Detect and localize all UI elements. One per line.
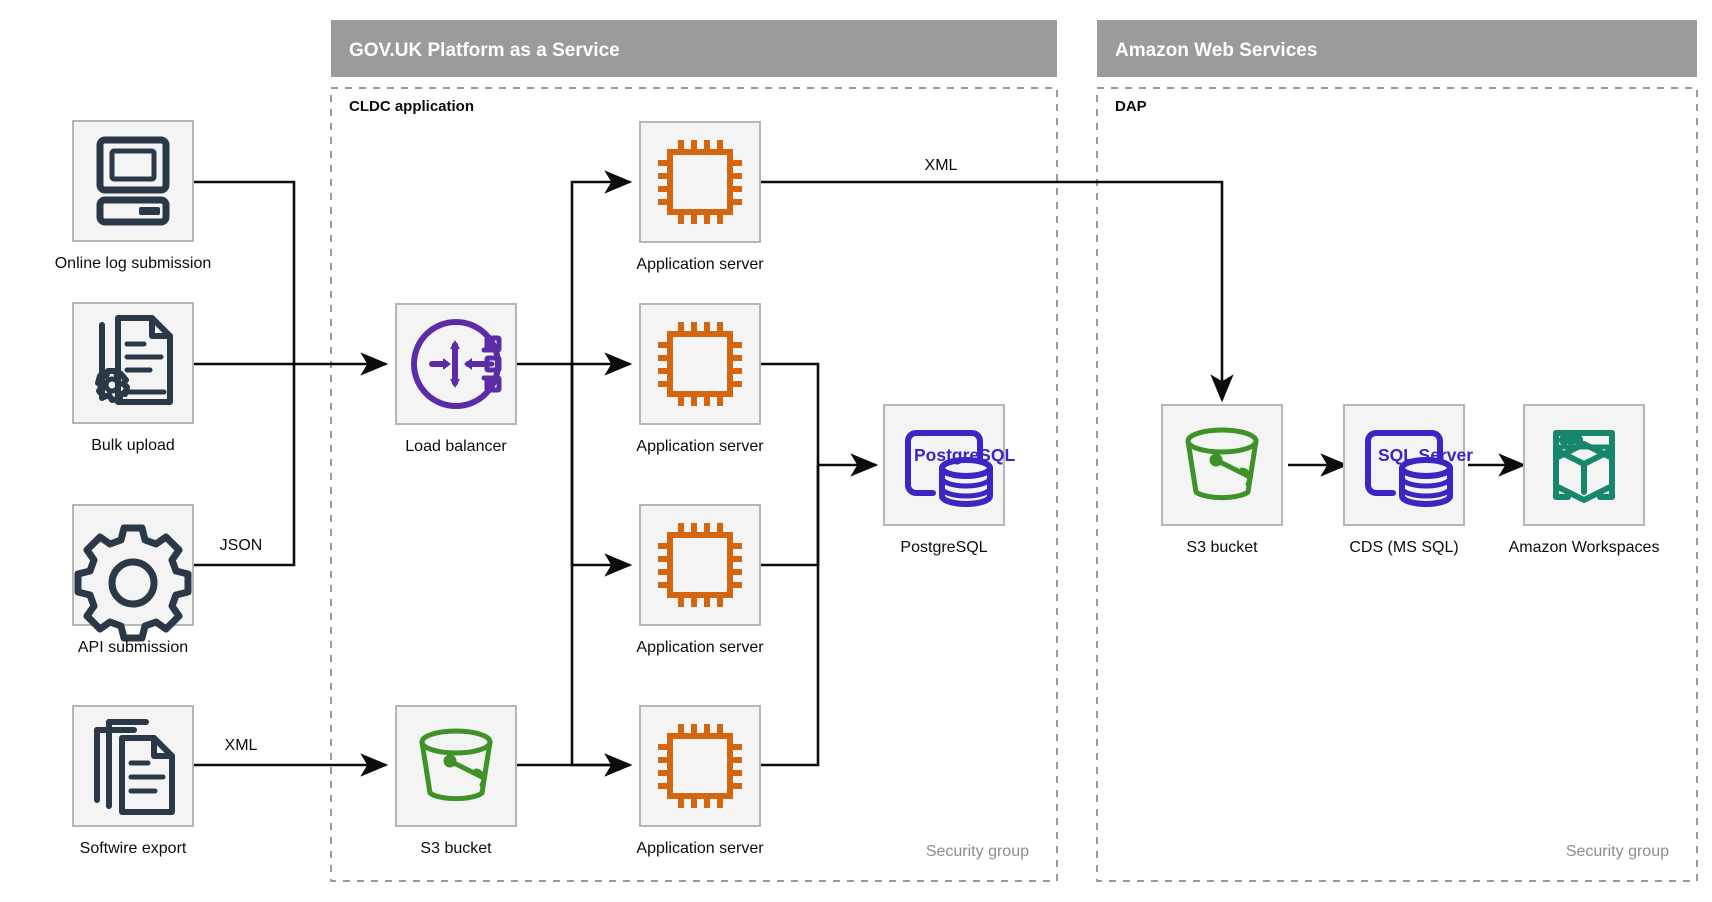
node-app-server-2[interactable]: Application server <box>636 303 764 455</box>
app-server-1-tile[interactable] <box>639 121 761 243</box>
node-load-balancer[interactable]: Load balancer <box>395 303 517 455</box>
edge-label-api-json: JSON <box>220 537 263 554</box>
edge-app2-to-db-bus <box>760 362 820 465</box>
node-postgresql[interactable]: PostgreSQL PostgreSQL <box>883 404 1015 556</box>
load-balancer-label: Load balancer <box>405 438 507 455</box>
edge-lb-to-app3 <box>570 364 633 577</box>
bulk-upload-label: Bulk upload <box>91 437 175 454</box>
zone-paas: GOV.UK Platform as a Service CLDC applic… <box>330 20 1058 882</box>
desktop-computer-icon <box>96 136 170 226</box>
s3-bucket-icon <box>1185 427 1259 501</box>
document-gear-icon <box>95 315 173 405</box>
edge-label-appserver-xml: XML <box>925 157 958 174</box>
cds-ms-sql-label: CDS (MS SQL) <box>1349 539 1458 556</box>
sql-server-database-icon: SQL Server <box>1365 430 1473 507</box>
node-online-log-submission[interactable]: Online log submission <box>55 120 212 272</box>
app-server-2-label: Application server <box>636 438 764 455</box>
softwire-export-label: Softwire export <box>80 840 187 857</box>
app-server-2-tile[interactable] <box>639 303 761 425</box>
node-app-server-4[interactable]: Application server <box>636 705 764 857</box>
zone-aws-subtitle: DAP <box>1115 98 1147 115</box>
aws-s3-bucket-label: S3 bucket <box>1186 539 1258 556</box>
edge-app4-to-db-bus <box>760 465 820 767</box>
node-app-server-1[interactable]: Application server <box>636 121 764 273</box>
node-amazon-workspaces[interactable]: Amazon Workspaces <box>1509 404 1660 556</box>
app-server-3-tile[interactable] <box>639 504 761 626</box>
amazon-workspaces-icon <box>1553 430 1615 503</box>
node-aws-s3-bucket[interactable]: S3 bucket <box>1161 404 1283 556</box>
postgresql-database-icon: PostgreSQL <box>905 430 1015 507</box>
app-server-1-label: Application server <box>636 256 764 273</box>
zone-aws: Amazon Web Services DAP Security group <box>1096 20 1698 882</box>
node-softwire-export[interactable]: Softwire export <box>72 705 194 857</box>
sql-server-icon-text: SQL Server <box>1378 445 1473 465</box>
zone-aws-dashed-boundary <box>1096 87 1698 882</box>
app-server-3-label: Application server <box>636 639 764 656</box>
node-bulk-upload[interactable]: Bulk upload <box>72 302 194 454</box>
cpu-chip-icon <box>658 724 742 808</box>
load-balancer-icon <box>411 319 502 409</box>
edge-api-to-bus <box>193 364 296 567</box>
zone-paas-header-bar <box>331 20 1057 77</box>
postgresql-icon-text: PostgreSQL <box>914 445 1015 465</box>
app-server-4-label: Application server <box>636 840 764 857</box>
zone-paas-header-label: GOV.UK Platform as a Service <box>349 40 620 61</box>
postgresql-label: PostgreSQL <box>900 539 987 556</box>
cpu-chip-icon <box>658 322 742 406</box>
edge-label-softwire-xml: XML <box>225 737 258 754</box>
app-server-4-tile[interactable] <box>639 705 761 827</box>
node-app-server-3[interactable]: Application server <box>636 504 764 656</box>
node-api-submission[interactable]: API submission <box>72 504 194 656</box>
zone-aws-security-group-label: Security group <box>1566 843 1669 860</box>
s3-bucket-icon <box>419 728 493 802</box>
cpu-chip-icon <box>658 523 742 607</box>
paas-s3-bucket-label: S3 bucket <box>420 840 492 857</box>
connectors: XML JSON XML <box>193 157 1527 777</box>
online-log-submission-label: Online log submission <box>55 255 212 272</box>
edge-app3-to-db-bus <box>760 465 820 567</box>
zone-paas-dashed-boundary <box>330 87 1058 882</box>
edge-app1-xml-to-aws-s3 <box>760 180 1234 403</box>
api-submission-label: API submission <box>78 639 188 656</box>
zone-aws-header-bar <box>1097 20 1697 77</box>
node-paas-s3-bucket[interactable]: S3 bucket <box>395 705 517 857</box>
edge-lb-to-app1 <box>570 170 633 364</box>
documents-stack-icon <box>94 719 175 815</box>
cpu-chip-icon <box>658 140 742 224</box>
zone-aws-header-label: Amazon Web Services <box>1115 40 1317 61</box>
node-cds-ms-sql[interactable]: SQL Server CDS (MS SQL) <box>1343 404 1473 556</box>
zone-paas-subtitle: CLDC application <box>349 98 474 115</box>
edge-online-log-to-bus <box>193 180 296 364</box>
zone-paas-security-group-label: Security group <box>926 843 1029 860</box>
gear-icon <box>74 524 192 642</box>
amazon-workspaces-label: Amazon Workspaces <box>1509 539 1660 556</box>
